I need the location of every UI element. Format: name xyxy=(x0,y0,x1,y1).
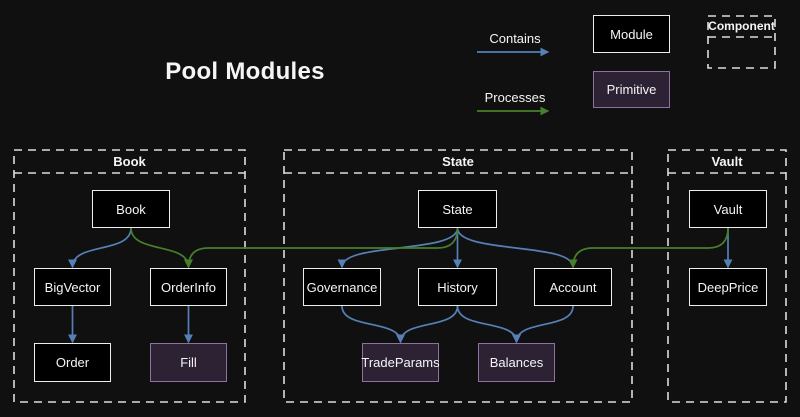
legend-module-label: Module xyxy=(610,26,653,42)
dashed-border xyxy=(667,149,787,403)
container-book: Book xyxy=(14,150,245,402)
node-tradeparams: TradeParams xyxy=(361,343,440,382)
legend-component-label: Component xyxy=(708,19,775,33)
legend-module-swatch: Module xyxy=(593,15,670,53)
edge-governance-tradeparams xyxy=(341,305,405,344)
page-title: Pool Modules xyxy=(165,58,325,85)
container-vault-title: Vault xyxy=(711,154,743,169)
legend-component-swatch: Component xyxy=(708,16,775,68)
container-state-title: State xyxy=(442,154,474,169)
edge-history-balances xyxy=(456,305,521,344)
node-balances: Balances xyxy=(478,343,555,382)
node-bigvector: BigVector xyxy=(34,268,111,306)
node-fill: Fill xyxy=(150,343,227,382)
container-book-title: Book xyxy=(113,154,146,169)
edge-book-orderinfo xyxy=(130,227,193,269)
container-vault: Vault xyxy=(668,150,786,402)
legend-primitive-label: Primitive xyxy=(606,82,657,97)
node-vault: Vault xyxy=(689,190,767,228)
container-state: State xyxy=(284,150,632,402)
node-book: Book xyxy=(92,190,170,228)
edge-state-orderinfo xyxy=(184,227,459,269)
edge-account-balances xyxy=(512,305,574,344)
edge-history-tradeparams xyxy=(396,305,459,344)
edge-state-account xyxy=(456,227,578,269)
dashed-border xyxy=(283,149,633,403)
node-order: Order xyxy=(34,343,111,382)
legend-contains-label: Contains xyxy=(489,31,541,46)
node-history: History xyxy=(418,268,497,306)
edge-book-bigvector xyxy=(68,227,132,269)
dashed-border xyxy=(13,149,246,403)
edge-vault-account xyxy=(568,227,729,269)
legend-processes-label: Processes xyxy=(484,90,546,105)
node-deepprice: DeepPrice xyxy=(689,268,767,306)
node-account: Account xyxy=(534,268,612,306)
dashed-border xyxy=(707,15,776,69)
node-orderinfo: OrderInfo xyxy=(150,268,227,306)
legend-primitive-swatch: Primitive xyxy=(593,71,670,108)
node-state: State xyxy=(418,190,497,228)
node-governance: Governance xyxy=(303,268,381,306)
